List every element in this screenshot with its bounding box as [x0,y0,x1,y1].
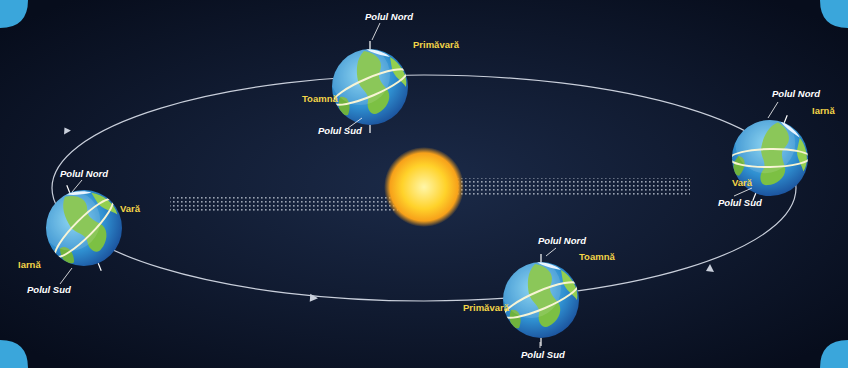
pole-label: Polul Nord [60,169,108,179]
pole-label: Polul Nord [365,12,413,22]
pole-label: Polul Sud [318,126,362,136]
pole-label: Polul Nord [772,89,820,99]
pole-label: Polul Sud [521,350,565,360]
pole-label: Polul Sud [27,285,71,295]
season-label: Vară [120,204,140,214]
pole-label: Polul Sud [718,198,762,208]
season-label: Primăvară [413,40,459,50]
season-label: Iarnă [18,260,41,270]
pole-label: Polul Nord [538,236,586,246]
season-label: Vară [732,178,752,188]
season-label: Primăvară [463,303,509,313]
season-label: Toamnă [302,94,338,104]
season-label: Toamnă [579,252,615,262]
season-label: Iarnă [812,106,835,116]
